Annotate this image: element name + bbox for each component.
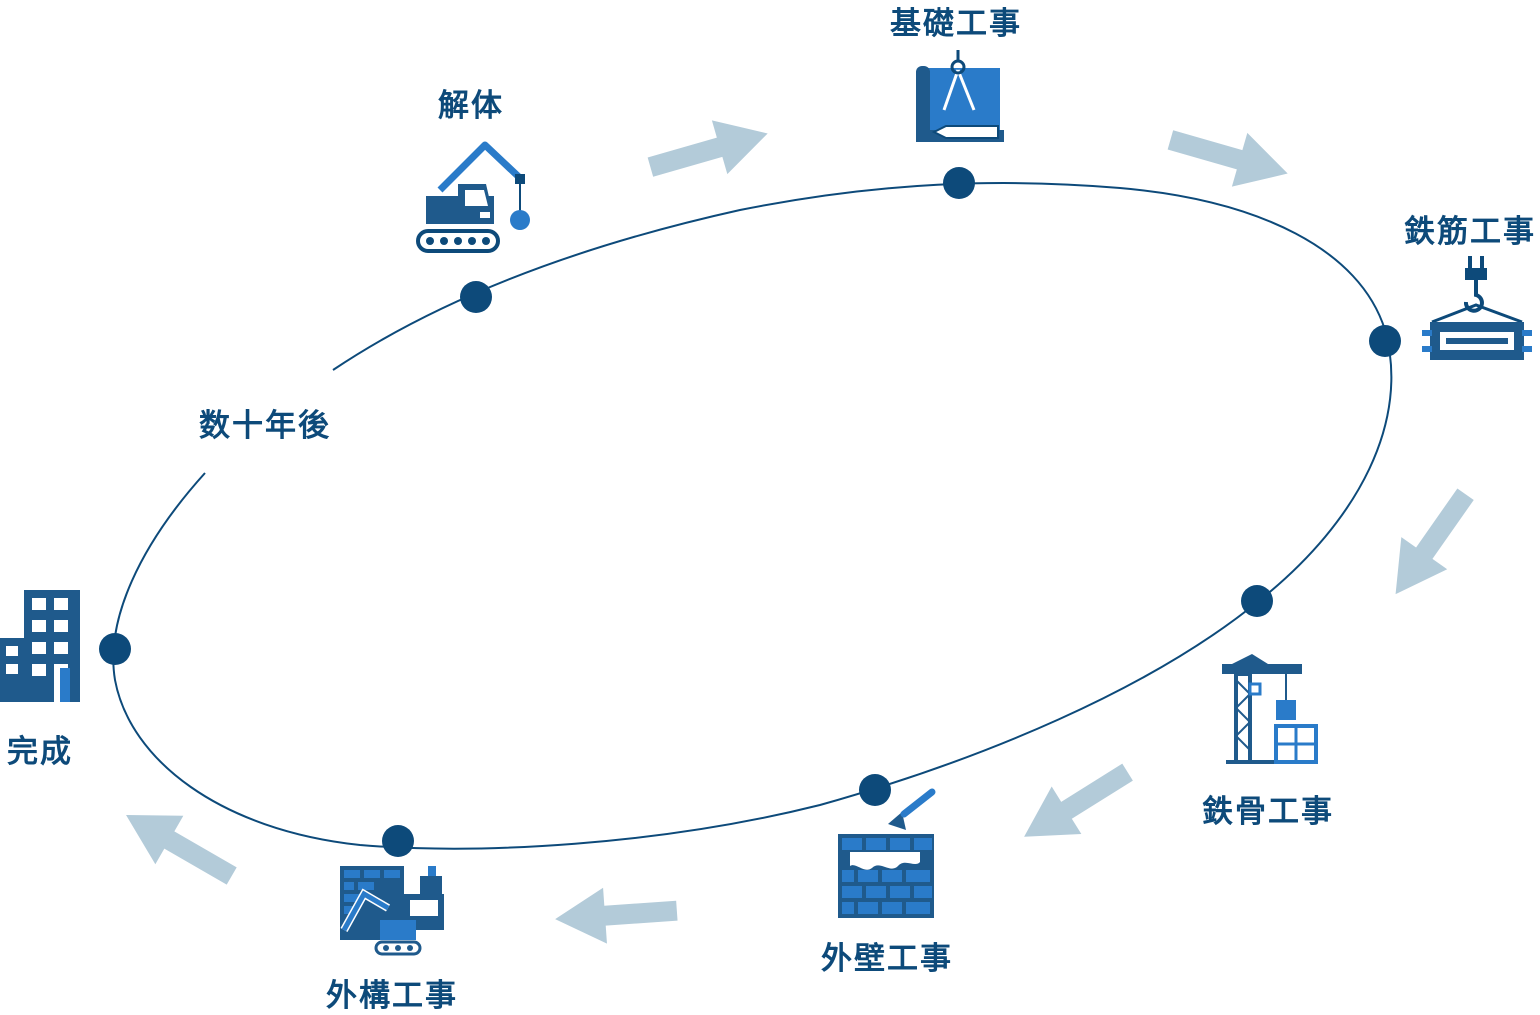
direction-arrow-icon [555, 887, 678, 944]
stage-label-demolition: 解体 [438, 88, 504, 124]
cycle-dot-foundation [943, 167, 975, 199]
gap-label: 数十年後 [199, 408, 331, 444]
direction-arrow-icon [1024, 763, 1133, 837]
direction-arrow-icon [126, 815, 237, 885]
brick-wall-trowel-icon [838, 788, 936, 918]
stage-label-steel-frame: 鉄骨工事 [1202, 794, 1334, 830]
direction-arrow-icon [1395, 488, 1474, 595]
cycle-line-upper [112, 182, 1393, 850]
blueprint-compass-icon [916, 50, 1004, 142]
excavator-wrecking-ball-icon [416, 141, 530, 253]
cycle-dot-exterior-works [382, 825, 414, 857]
stage-label-completion: 完成 [7, 734, 73, 770]
cycle-dot-completion [99, 633, 131, 665]
cycle-dot-rebar [1369, 325, 1401, 357]
stage-label-exterior-works: 外構工事 [326, 978, 458, 1014]
stage-label-foundation: 基礎工事 [890, 6, 1022, 42]
stage-label-exterior-wall: 外壁工事 [821, 941, 953, 977]
cycle-dot-demolition [460, 281, 492, 313]
cycle-dot-steel-frame [1241, 585, 1273, 617]
crane-hook-rebar-icon [1422, 256, 1532, 360]
stage-label-rebar: 鉄筋工事 [1404, 214, 1536, 250]
office-building-icon [0, 590, 80, 702]
tower-crane-icon [1222, 654, 1318, 764]
cycle-dot-exterior-wall [859, 774, 891, 806]
direction-arrow-icon [1167, 130, 1288, 187]
direction-arrow-icon [647, 120, 768, 177]
excavator-brick-icon [340, 866, 444, 956]
